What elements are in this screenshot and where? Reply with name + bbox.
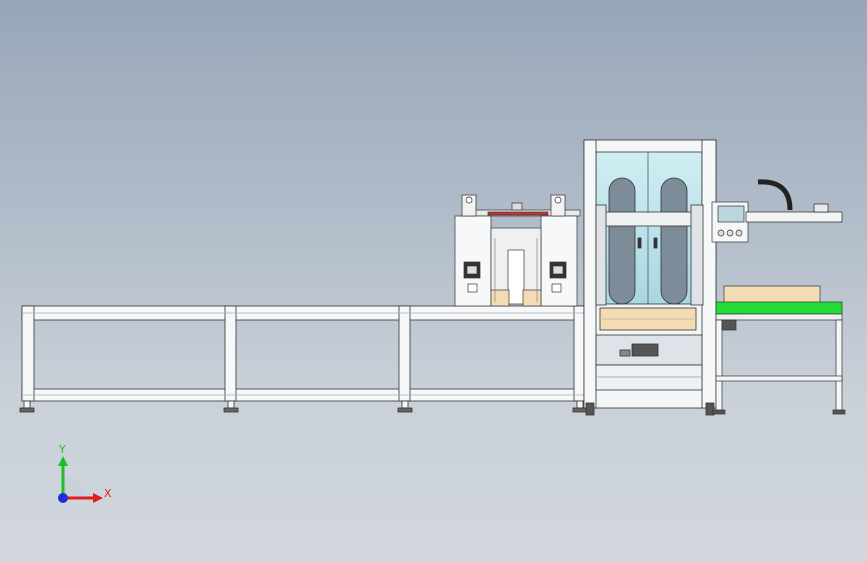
left-table-frame[interactable] — [19, 305, 588, 413]
y-arrowhead — [58, 456, 68, 466]
output-conveyor[interactable] — [712, 285, 846, 415]
gluing-station[interactable] — [454, 194, 581, 307]
x-arrowhead — [93, 493, 103, 503]
main-cabinet[interactable] — [583, 139, 747, 416]
cable-carrier[interactable] — [745, 179, 843, 223]
y-axis-label: Y — [58, 443, 66, 456]
x-axis-label: X — [104, 487, 112, 500]
axis-triad: Y X — [58, 443, 112, 503]
control-panel[interactable] — [711, 201, 749, 243]
z-axis-dot — [58, 493, 68, 503]
